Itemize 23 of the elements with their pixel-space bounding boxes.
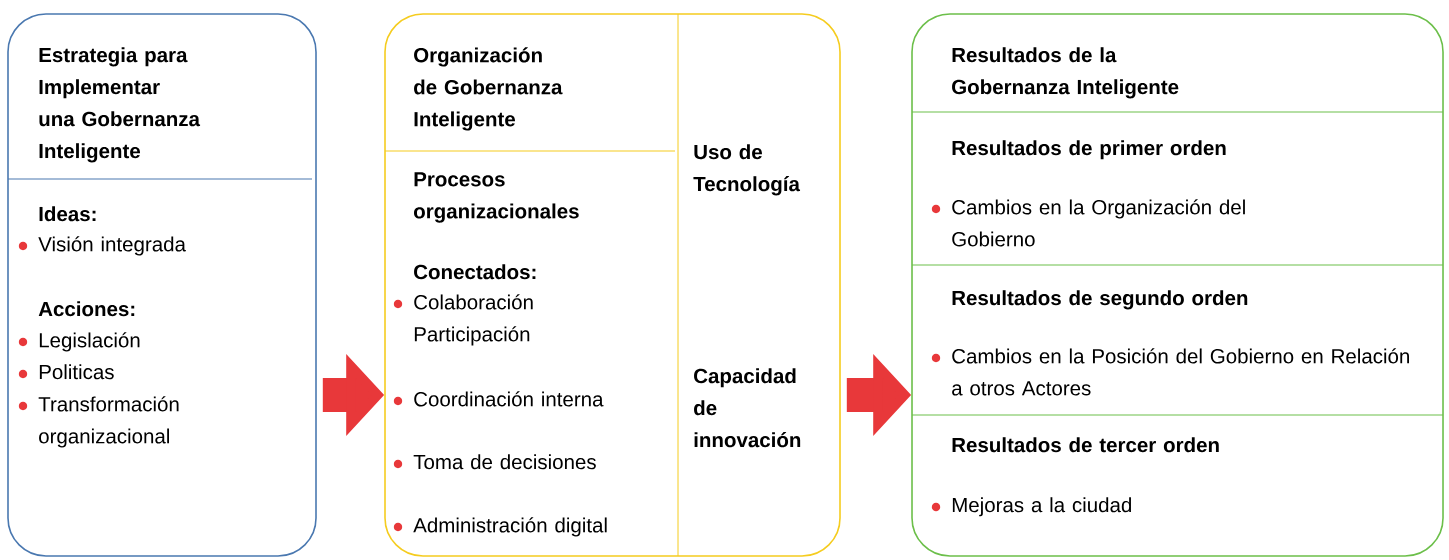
subheading-text: Ideas: — [39, 206, 96, 222]
heading-text: Resultados de primer orden — [952, 140, 1226, 160]
bullet-item: Politicas — [18, 364, 114, 380]
heading-text: Organización de Gobernanza Inteligente — [414, 47, 563, 131]
bullet-item: Cambios en la Organización del Gobierno — [931, 199, 1245, 247]
bullet-item: Transformación organizacional — [18, 396, 179, 448]
bullet-item: Toma de decisiones — [393, 454, 596, 470]
heading-text: Procesos organizacionales — [414, 172, 579, 223]
heading-text: Estrategia para Implementar una Gobernanza Inteligente — [39, 47, 201, 163]
heading-text: Resultados de tercer orden — [952, 437, 1219, 453]
bullet-item: Coordinación interna — [393, 391, 604, 407]
heading-text: Uso de Tecnología — [693, 144, 801, 196]
bullet-item: Colaboración Participación — [393, 294, 533, 346]
bullet-item: Visión integrada — [18, 236, 186, 256]
subheading-text: Acciones: — [38, 301, 135, 317]
heading-text: Resultados de la Gobernanza Inteligente — [952, 47, 1179, 99]
heading-text: Capacidad de innovación — [694, 368, 801, 448]
bullet-item: Mejoras a la ciudad — [931, 497, 1131, 517]
bullet-item: Administración digital — [393, 517, 607, 537]
bullet-item: Cambios en la Posición del Gobierno en Relación a otros Actores — [931, 348, 1409, 396]
subheading-text: Conectados: — [414, 264, 536, 280]
bullet-item: Legislación — [18, 332, 140, 352]
heading-text: Resultados de segundo orden — [952, 290, 1248, 310]
